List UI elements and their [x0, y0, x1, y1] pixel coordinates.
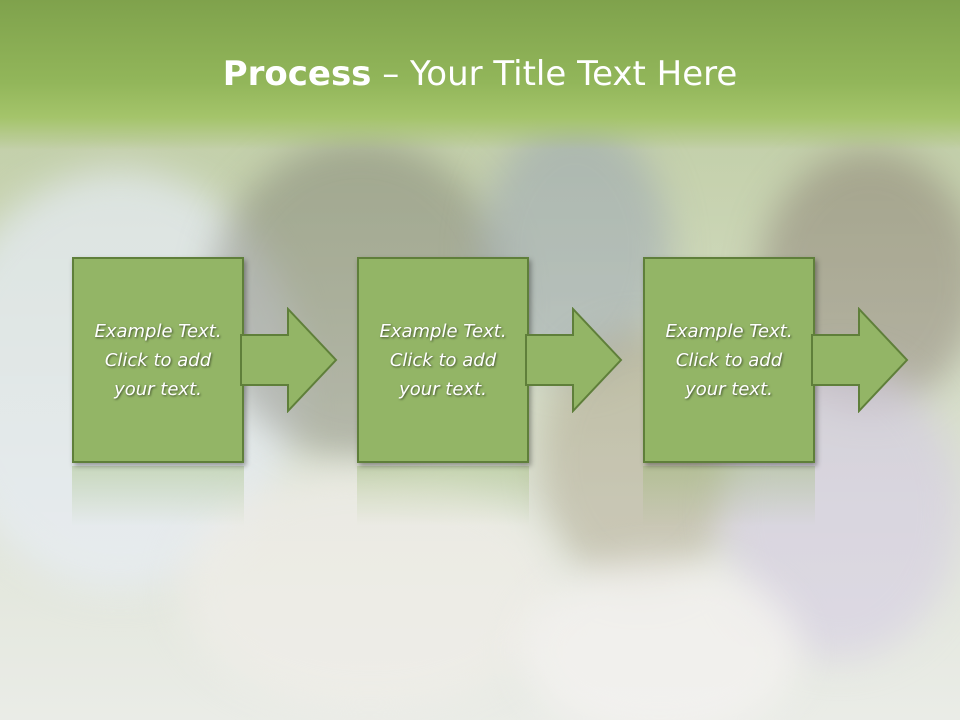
process-step-3-text: Example Text. Click to add your text.: [665, 320, 793, 400]
box-reflection: [357, 466, 529, 526]
background-photo-region: [180, 470, 560, 710]
process-step-2-text: Example Text. Click to add your text.: [379, 320, 507, 400]
process-step-1-text: Example Text. Click to add your text.: [94, 320, 222, 400]
box-reflection: [643, 466, 815, 526]
arrow-right-icon: [811, 307, 909, 413]
title-rest-part: – Your Title Text Here: [371, 54, 738, 94]
title-band: [0, 0, 960, 150]
process-step-2-box[interactable]: Example Text. Click to add your text.: [357, 257, 529, 463]
slide-title[interactable]: Process – Your Title Text Here: [0, 52, 960, 96]
process-step-3-box[interactable]: Example Text. Click to add your text.: [643, 257, 815, 463]
title-bold-part: Process: [222, 54, 372, 94]
arrow-right-icon: [525, 307, 623, 413]
arrow-right-icon: [240, 307, 338, 413]
box-reflection: [72, 466, 244, 526]
background-photo-region: [520, 560, 800, 720]
process-step-1-box[interactable]: Example Text. Click to add your text.: [72, 257, 244, 463]
